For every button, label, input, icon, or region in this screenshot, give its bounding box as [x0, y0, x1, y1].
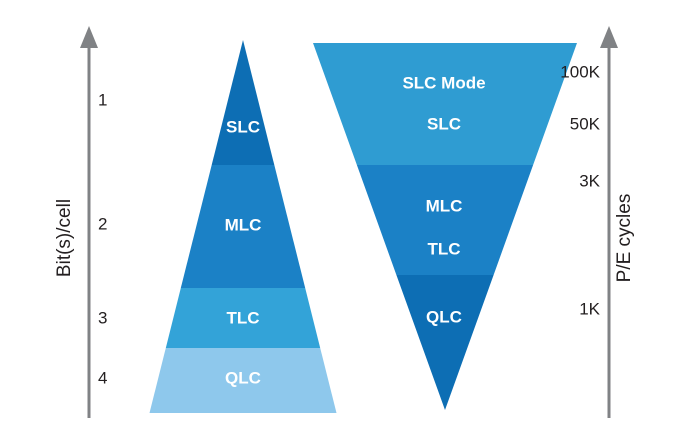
funnel-label-slc-mode: SLC Mode: [402, 73, 485, 92]
pyramid-label-mlc: MLC: [225, 215, 262, 234]
funnel-band-mlc-tlc: [356, 165, 534, 275]
pyramid-label-tlc: TLC: [226, 308, 259, 327]
funnel-label-tlc: TLC: [427, 239, 460, 258]
funnel-label-mlc: MLC: [426, 196, 463, 215]
pyramid-label-qlc: QLC: [225, 368, 261, 387]
right-axis: P/E cycles 100K 50K 3K 1K: [560, 26, 635, 418]
left-axis-tick-4: 4: [98, 368, 107, 387]
left-axis: Bit(s)/cell 1 2 3 4: [54, 26, 107, 418]
funnel-band-qlc: [396, 275, 494, 410]
left-axis-tick-1: 1: [98, 90, 107, 109]
pyramid-band-qlc: [149, 348, 337, 413]
pyramid-band-mlc: [180, 165, 306, 288]
right-axis-tick-100k: 100K: [560, 62, 600, 81]
left-axis-title: Bit(s)/cell: [54, 199, 75, 277]
left-axis-arrowhead: [80, 26, 98, 48]
left-axis-tick-3: 3: [98, 308, 107, 327]
pyramid-label-slc: SLC: [226, 117, 260, 136]
left-axis-tick-2: 2: [98, 214, 107, 233]
right-axis-ticks: 100K 50K 3K 1K: [560, 62, 600, 318]
pyramid-band-slc: [211, 40, 275, 165]
pyramid-band-tlc: [165, 288, 321, 348]
right-axis-tick-1k: 1K: [579, 299, 600, 318]
funnel-band-slc-mode: [313, 43, 577, 165]
left-axis-ticks: 1 2 3 4: [98, 90, 107, 387]
pe-cycles-funnel: SLC Mode SLC MLC TLC QLC: [313, 43, 577, 410]
right-axis-title: P/E cycles: [614, 194, 635, 283]
funnel-label-slc: SLC: [427, 114, 461, 133]
bits-per-cell-pyramid: SLC MLC TLC QLC: [149, 40, 337, 413]
right-axis-tick-3k: 3K: [579, 171, 600, 190]
funnel-label-qlc: QLC: [426, 307, 462, 326]
right-axis-tick-50k: 50K: [570, 114, 601, 133]
right-axis-arrowhead: [600, 26, 618, 48]
